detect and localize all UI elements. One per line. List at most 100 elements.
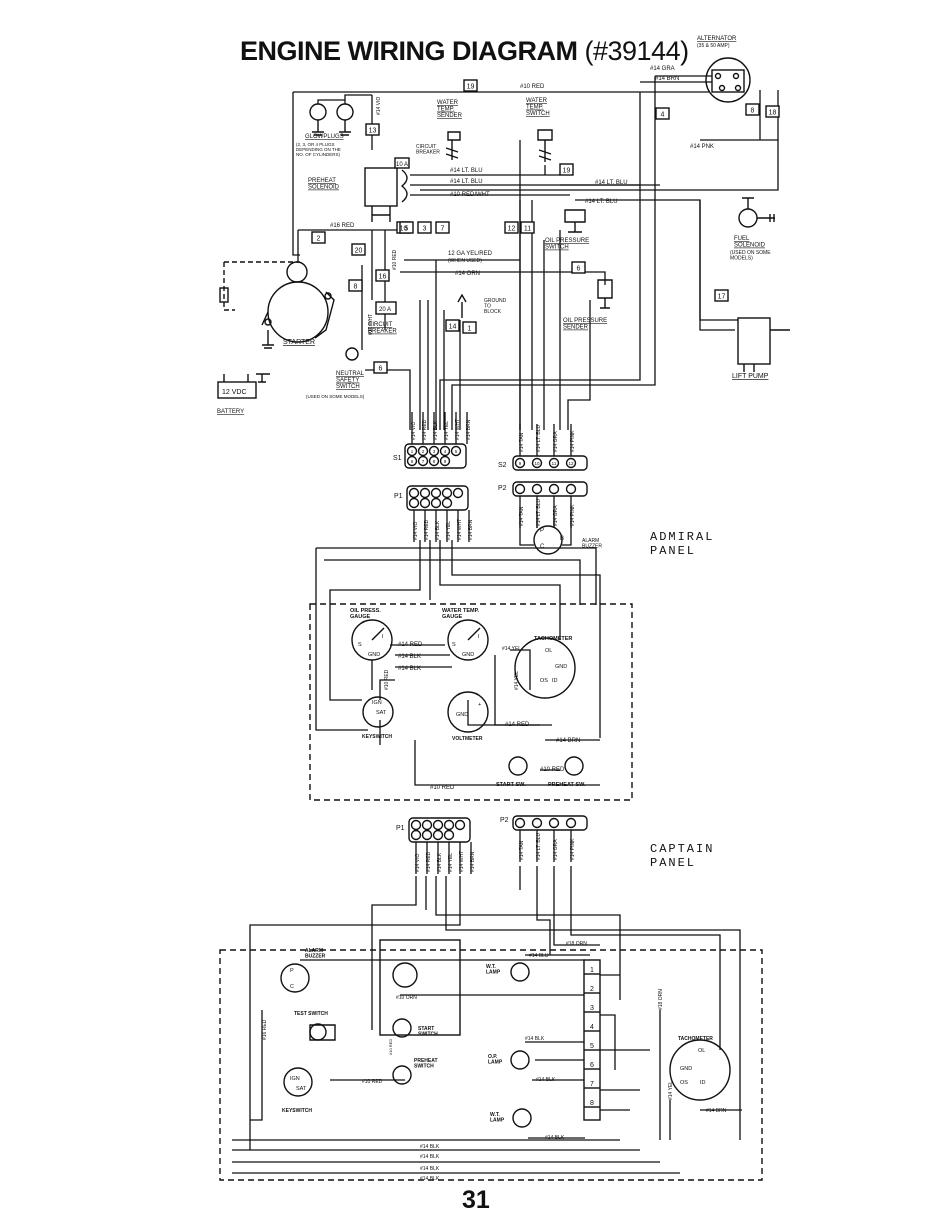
wire-number: 17 — [718, 294, 726, 301]
label-red10_adm: #10 RED — [384, 669, 390, 690]
p1a-wire-label: #14 WHT — [457, 519, 463, 540]
terminal — [714, 72, 722, 80]
wire-number: 5 — [405, 226, 409, 233]
label-blk_c3: #14 BLK — [545, 1135, 565, 1141]
tachometer-icon — [514, 637, 576, 699]
s1-wire-label: #14 BRN — [466, 419, 472, 440]
p1a-plug-body — [406, 485, 469, 511]
p1c-wire-label: #14 WHT — [459, 851, 465, 872]
breaker-element — [400, 169, 408, 203]
label-ltblu1: #14 LT. BLU — [450, 168, 483, 174]
p2c-wire-label: #14 PINK — [570, 838, 576, 860]
preheat-switch-icon — [564, 756, 584, 776]
s1-pin-number: 6 — [411, 459, 414, 464]
p1c-pin — [421, 829, 433, 841]
terminal-label: IGN — [372, 700, 382, 706]
title-part-number: (#39144) — [584, 36, 690, 66]
wire-number: 3 — [423, 226, 427, 233]
test-switch-button — [309, 1023, 327, 1041]
label-brn_c: #14 BRN — [706, 1108, 727, 1114]
label-voltmeter: VOLTMETER — [452, 736, 483, 742]
p2a-pin — [531, 483, 543, 495]
s1-pin-number: 7 — [422, 459, 425, 464]
s1-pin-number: 9 — [444, 459, 447, 464]
wire-number: 4 — [661, 112, 665, 119]
wire — [467, 700, 552, 726]
wire — [519, 200, 561, 430]
label-layer: #10 RED#14 GRA#14 BRN#14 PNK#14 VIO#14 L… — [210, 36, 776, 1182]
p1a-pin — [441, 497, 453, 509]
wire — [560, 184, 740, 321]
terminal-label: ID — [700, 1080, 706, 1086]
label-blu_c: #14 BLU — [529, 953, 549, 959]
strip-terminal-number: 5 — [590, 1043, 594, 1050]
label-cb20: 20 A — [379, 307, 391, 313]
s2-wire-label: #14 LT. BLU — [536, 424, 542, 452]
wire — [297, 229, 400, 262]
battery-label: BATTERY — [217, 409, 244, 415]
lift-pump-icon — [737, 317, 771, 365]
terminal-label: GND — [368, 652, 380, 658]
label-p1c: P1 — [396, 825, 405, 832]
strip-terminal-number: 3 — [590, 1005, 594, 1012]
wire — [525, 1041, 585, 1139]
wire — [365, 369, 411, 430]
wire-number-box — [417, 221, 432, 234]
captain-panel-label: CAPTAIN PANEL — [650, 842, 715, 870]
terminal-label: GND — [462, 652, 474, 658]
terminal-label: OS — [540, 678, 548, 684]
s1-pin-number: 2 — [422, 449, 425, 454]
ground-symbol — [312, 120, 324, 136]
terminal-label: S — [358, 642, 362, 648]
glowplug-icon — [336, 103, 354, 121]
neutral-safety-switch-icon — [345, 347, 359, 361]
wire — [519, 512, 572, 546]
label-blk_c1: #14 BLK — [525, 1036, 545, 1042]
label-red_left: #16 RED — [262, 1019, 268, 1040]
label-water_temp_gauge: WATER TEMP.GAUGE — [442, 608, 480, 620]
strip-terminal-number: 6 — [590, 1062, 594, 1069]
p2c-wire-label: #14 TAN — [519, 840, 525, 860]
wire — [329, 540, 601, 738]
p2a-wire-label: #14 LT. BLU — [536, 498, 542, 526]
p1c-wire-label: #14 VIO — [415, 854, 421, 872]
terminal-label: SAT — [296, 1086, 307, 1092]
alarm-buzzer-c-icon — [280, 963, 310, 993]
strip-terminal-number: 7 — [590, 1081, 594, 1088]
label-red10_adm2: #10 RED — [430, 785, 455, 791]
label-red_adm: #14 RED — [398, 642, 423, 648]
preheat-solenoid-icon — [364, 167, 398, 207]
oil-pressure-sender-icon — [597, 279, 613, 309]
gauge-needle — [467, 627, 481, 641]
wire-number-box — [655, 107, 670, 120]
terminal-label: OL — [698, 1048, 705, 1054]
label-gra: #14 GRA — [650, 66, 675, 72]
buzzer-terminal: C — [540, 544, 545, 550]
label-oil_press_gauge: OIL PRESS.GAUGE — [350, 608, 381, 620]
wire — [315, 547, 597, 731]
fuel-solenoid-leads — [742, 197, 775, 222]
label-wht: #10 WHT — [368, 314, 374, 335]
label-blk_c2: #14 BLK — [536, 1077, 556, 1083]
p1c-pin — [421, 819, 433, 831]
label-red_top: #10 RED — [520, 84, 545, 90]
label-p2: P2 — [498, 485, 507, 492]
p1a-pin — [430, 497, 442, 509]
s2-wire-label: #14 TAN — [519, 432, 525, 452]
wire — [317, 94, 372, 104]
label-glowplugs: GLOWPLUGS — [305, 134, 344, 140]
label-red_c: #10 RED — [388, 1039, 393, 1055]
wire-number-box — [520, 221, 535, 234]
wire — [600, 974, 650, 1111]
p2a-pin — [548, 483, 560, 495]
p1c-pin — [410, 819, 422, 831]
strip-terminal-number: 1 — [590, 967, 594, 974]
component-layer — [217, 57, 790, 1181]
keyswitch-c-icon — [283, 1067, 313, 1097]
p2a-pin — [514, 483, 526, 495]
p1a-pin — [408, 487, 420, 499]
